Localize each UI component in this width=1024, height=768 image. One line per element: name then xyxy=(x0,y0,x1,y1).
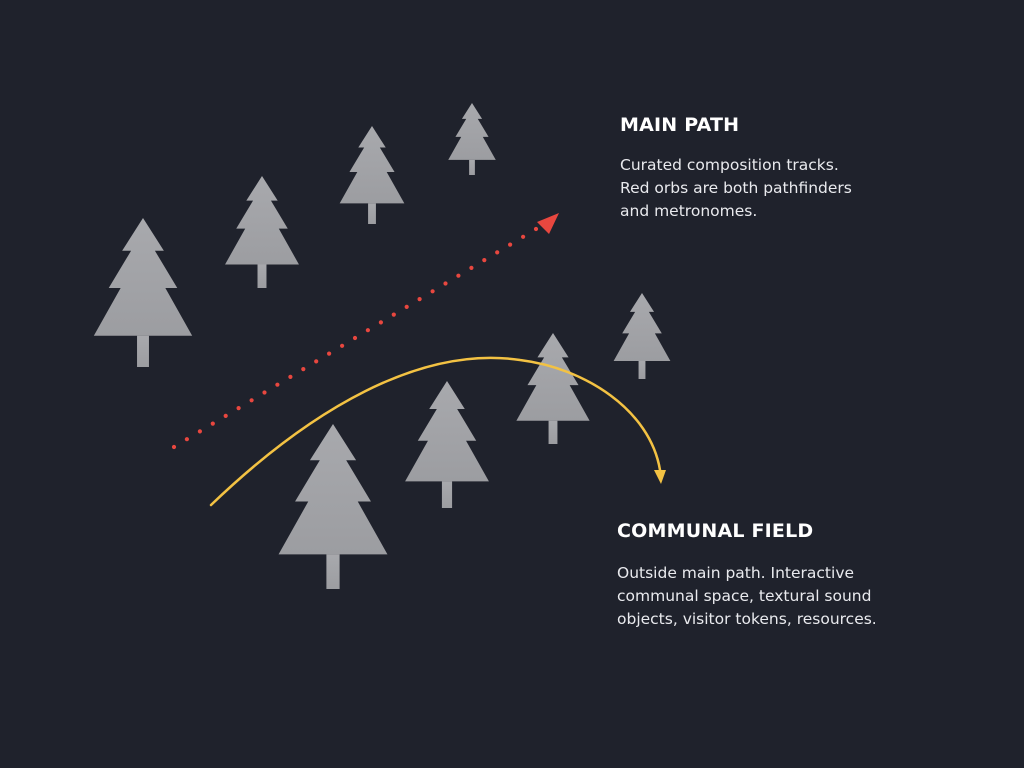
communal-field-heading: COMMUNAL FIELD xyxy=(617,520,814,542)
pine-tree-icon xyxy=(448,103,496,175)
description-line: communal space, textural sound xyxy=(617,587,872,605)
main-path-heading: MAIN PATH xyxy=(620,114,740,136)
red-orb xyxy=(210,421,215,426)
red-orb xyxy=(533,226,539,232)
red-orb xyxy=(430,289,435,294)
red-orb xyxy=(482,258,487,263)
red-orb xyxy=(171,444,177,450)
red-orb xyxy=(314,359,319,364)
red-orb xyxy=(301,367,306,372)
red-orb xyxy=(495,250,500,255)
red-orb xyxy=(352,335,358,341)
red-orb xyxy=(340,343,345,348)
pine-tree-icon xyxy=(339,126,405,224)
red-orb xyxy=(378,320,383,325)
red-orb xyxy=(262,390,267,395)
description-line: objects, visitor tokens, resources. xyxy=(617,610,877,628)
red-orb xyxy=(249,398,254,403)
pine-tree-icon xyxy=(613,293,671,379)
red-orb xyxy=(236,406,241,411)
description-line: Curated composition tracks. xyxy=(620,156,839,174)
red-orb xyxy=(184,437,189,442)
red-orb xyxy=(521,234,526,239)
red-orb xyxy=(365,328,370,333)
pine-tree-icon xyxy=(278,424,388,589)
red-orb xyxy=(223,413,228,418)
description-line: Outside main path. Interactive xyxy=(617,564,855,582)
communal-path-curve xyxy=(209,356,662,507)
pine-tree-icon xyxy=(405,381,489,508)
pine-tree-icon xyxy=(225,176,299,288)
red-orb xyxy=(288,374,293,379)
red-arrowhead-icon xyxy=(537,213,559,234)
red-orb xyxy=(443,281,448,286)
description-line: and metronomes. xyxy=(620,202,758,220)
red-orb xyxy=(404,304,409,309)
red-orb xyxy=(275,382,280,387)
pine-tree-icon xyxy=(516,333,590,444)
red-orb xyxy=(391,312,396,317)
yellow-arrowhead-icon xyxy=(654,470,666,484)
description-line: Red orbs are both pathfinders xyxy=(620,179,852,197)
red-orb xyxy=(456,273,461,278)
red-orb xyxy=(508,242,513,247)
red-orb xyxy=(469,265,474,270)
main-path-description: Curated composition tracks. Red orbs are… xyxy=(620,154,852,223)
pine-tree-icon xyxy=(93,218,193,367)
red-orb xyxy=(327,351,332,356)
main-path-orbs xyxy=(171,226,539,450)
red-orb xyxy=(417,297,422,302)
red-orb xyxy=(197,429,202,434)
communal-field-description: Outside main path. Interactive communal … xyxy=(617,562,877,631)
